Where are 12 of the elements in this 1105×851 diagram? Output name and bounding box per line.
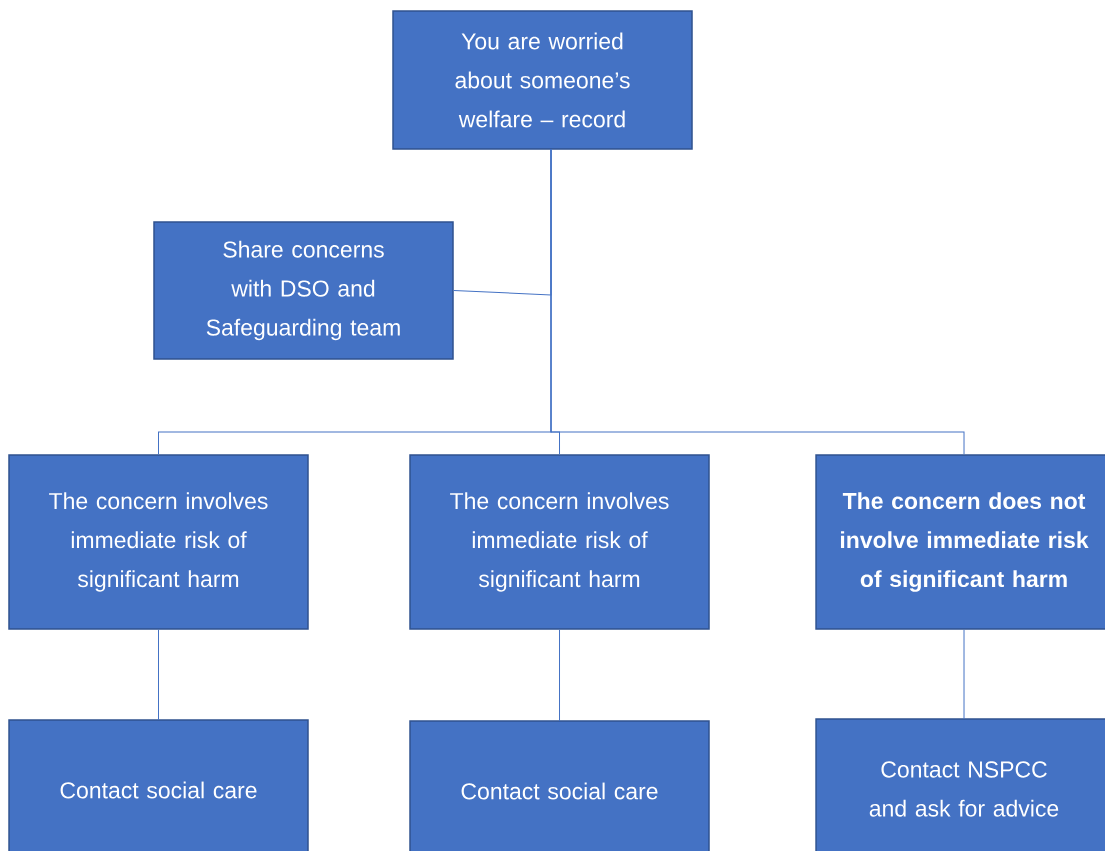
- connector-line: [550, 148, 965, 455]
- process-box: Contact social care: [8, 719, 309, 851]
- process-box: Share concerns with DSO and Safeguarding team: [153, 221, 454, 360]
- process-box: Contact social care: [409, 720, 710, 851]
- process-box: The concern does not involve immediate risk of significant harm: [815, 454, 1105, 630]
- process-box: The concern involves immediate risk of significant harm: [8, 454, 309, 630]
- process-box: The concern involves immediate risk of significant harm: [409, 454, 710, 630]
- process-box: Contact NSPCC and ask for advice: [815, 718, 1105, 851]
- process-box: You are worried about someone’s welfare – record: [392, 10, 693, 150]
- connector-line: [158, 629, 159, 721]
- connector-line: [559, 629, 560, 722]
- connector-line: [963, 629, 965, 720]
